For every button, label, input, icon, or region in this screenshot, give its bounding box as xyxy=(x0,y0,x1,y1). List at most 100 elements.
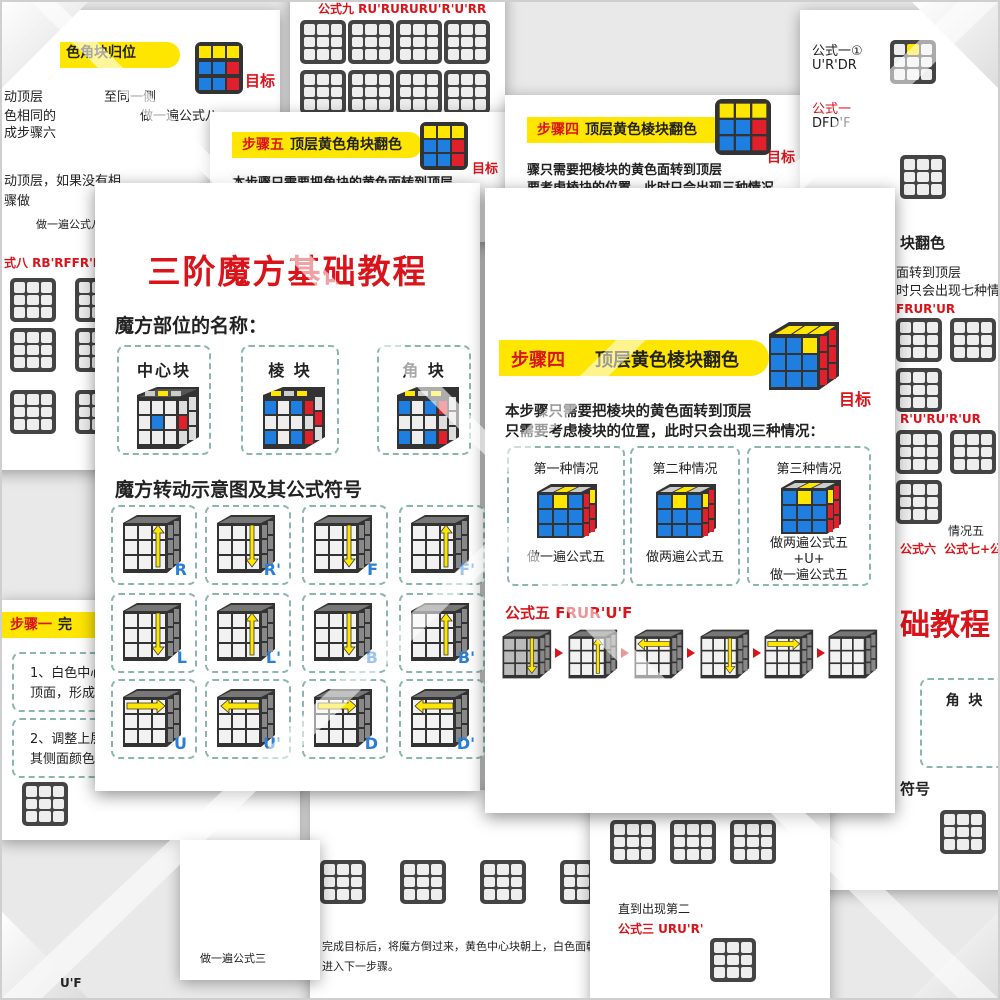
bg-line: 骤做 xyxy=(4,194,31,209)
bg-line: 成步骤六 xyxy=(4,126,57,141)
move-card: F xyxy=(302,505,388,585)
move-symbol: D xyxy=(364,734,378,753)
bg-formula: U'F xyxy=(60,976,82,990)
bg-line: 2、调整上层 xyxy=(30,732,104,747)
bg-cube-icon xyxy=(10,278,56,322)
bg-step-label: 步骤四 xyxy=(537,122,579,138)
next-arrow-icon xyxy=(621,648,631,658)
case-box-2: 第二种情况 做两遍公式五 xyxy=(630,446,740,586)
bg-line: 面转到顶层 xyxy=(896,266,962,281)
bg-step-name: 顶层黄色角块翻色 xyxy=(290,137,402,153)
move-symbol: F xyxy=(367,560,378,579)
bg-line: 做一遍公式八 xyxy=(140,109,219,124)
move-card: L' xyxy=(205,593,291,673)
step-label: 步骤四 xyxy=(511,350,565,371)
bg-formula: 公式七+公 xyxy=(944,542,1000,556)
bg-cube-icon xyxy=(900,155,946,199)
bg-cube-icon xyxy=(710,938,756,982)
move-symbol: L' xyxy=(265,648,281,667)
center-piece-cube-icon xyxy=(131,385,201,451)
move-card: L xyxy=(111,593,197,673)
move-cube-icon xyxy=(123,603,181,661)
move-cube-icon xyxy=(314,603,372,661)
move-symbol: F' xyxy=(459,560,475,579)
move-symbol: B xyxy=(365,648,378,667)
bg-box-label: 角 块 xyxy=(945,693,985,709)
bg-formula: FRUR'UR xyxy=(896,302,956,316)
corner-piece-cube-icon xyxy=(391,385,461,451)
tutorial-page-right: 步骤四 顶层黄色棱块翻色 目标 本步骤只需要把棱块的黄色面转到顶层 只需要考虑棱… xyxy=(485,188,895,813)
bg-goal: 目标 xyxy=(767,150,795,166)
move-symbol: U' xyxy=(263,734,281,753)
bg-title: 符号 xyxy=(900,780,931,798)
bg-cube-icon xyxy=(670,820,716,864)
bg-cube-icon xyxy=(896,430,942,474)
bg-cube-icon xyxy=(444,20,490,64)
bg-step-bar: 步骤一完 xyxy=(0,612,110,638)
bg-line: 时只会出现七种情况 xyxy=(896,284,1000,299)
bg-cube-icon xyxy=(730,820,776,864)
bg-goal: 目标 xyxy=(245,72,276,90)
bg-cube-icon xyxy=(396,20,442,64)
move-symbol: B' xyxy=(457,648,475,667)
move-symbol: D' xyxy=(456,734,475,753)
bg-line: 公式一 xyxy=(812,102,852,117)
move-symbol: R xyxy=(174,560,187,579)
bg-line: 动顶层 xyxy=(4,90,44,105)
case-note: +U+ xyxy=(793,552,825,567)
sequence-cube-icon xyxy=(828,629,878,679)
bg-cube-icon xyxy=(896,318,942,362)
move-card: B' xyxy=(399,593,485,673)
formula-five-title: 公式五 FRUR'U'F xyxy=(505,604,633,622)
part-box-corner: 角 块 xyxy=(377,345,471,455)
move-symbol: U xyxy=(174,734,187,753)
sequence-cube-icon xyxy=(502,629,552,679)
move-card: U xyxy=(111,679,197,759)
sequence-cube-icon xyxy=(568,629,618,679)
bg-box: 角 块 xyxy=(920,678,1000,768)
sequence-cube-icon xyxy=(700,629,750,679)
part-label: 角 块 xyxy=(402,361,446,380)
bg-cube-icon xyxy=(950,318,996,362)
case-title: 第三种情况 xyxy=(776,462,842,477)
move-card: B xyxy=(302,593,388,673)
bg-formula: 公式六 xyxy=(900,542,937,556)
bg-line: 顶面，形成 xyxy=(30,686,96,701)
part-label: 中心块 xyxy=(136,361,191,380)
bg-cube-icon xyxy=(610,820,656,864)
bg-line: 至同一侧 xyxy=(104,90,157,105)
move-cube-icon xyxy=(314,515,372,573)
case-note: 做一遍公式五 xyxy=(769,568,848,583)
bg-step-name: 顶层黄色棱块翻色 xyxy=(585,122,697,138)
case-cube-icon xyxy=(777,478,843,536)
bg-cube-icon xyxy=(348,70,394,114)
move-card: F' xyxy=(399,505,485,585)
case-box-1: 第一种情况 做一遍公式五 xyxy=(507,446,625,586)
parts-heading: 魔方部位的名称： xyxy=(115,315,268,337)
step-description: 本步骤只需要把棱块的黄色面转到顶层 xyxy=(505,404,752,420)
bg-formula: R'U'RU'R'UR xyxy=(900,412,981,426)
bg-line: 情况五 xyxy=(948,524,985,538)
bg-cube-icon xyxy=(348,20,394,64)
moves-heading: 魔方转动示意图及其公式符号 xyxy=(115,479,363,501)
bg-title: 块翻色 xyxy=(900,234,946,252)
case-box-3: 第三种情况 做两遍公式五 +U+ 做一遍公式五 xyxy=(747,446,871,586)
case-note: 做一遍公式五 xyxy=(526,550,605,565)
move-cube-icon xyxy=(123,515,181,573)
bg-cube-icon xyxy=(940,810,986,854)
bg-cube-icon xyxy=(480,860,526,904)
part-box-edge: 棱 块 xyxy=(241,345,339,455)
bg-cube-icon xyxy=(896,368,942,412)
bg-line: DFD'F xyxy=(812,116,851,131)
bg-cube-icon xyxy=(396,70,442,114)
bg-goal: 目标 xyxy=(472,162,499,177)
bg-cube-icon xyxy=(444,70,490,114)
part-label: 棱 块 xyxy=(268,361,312,380)
bg-cube-icon xyxy=(896,480,942,524)
bg-cube-icon xyxy=(320,860,366,904)
sequence-cube-icon xyxy=(764,629,814,679)
bg-cube-icon xyxy=(950,430,996,474)
bg-line: U'R'DR xyxy=(812,58,857,73)
page-title: 三阶魔方基础教程 xyxy=(147,252,428,291)
sequence-cube-icon xyxy=(634,629,684,679)
